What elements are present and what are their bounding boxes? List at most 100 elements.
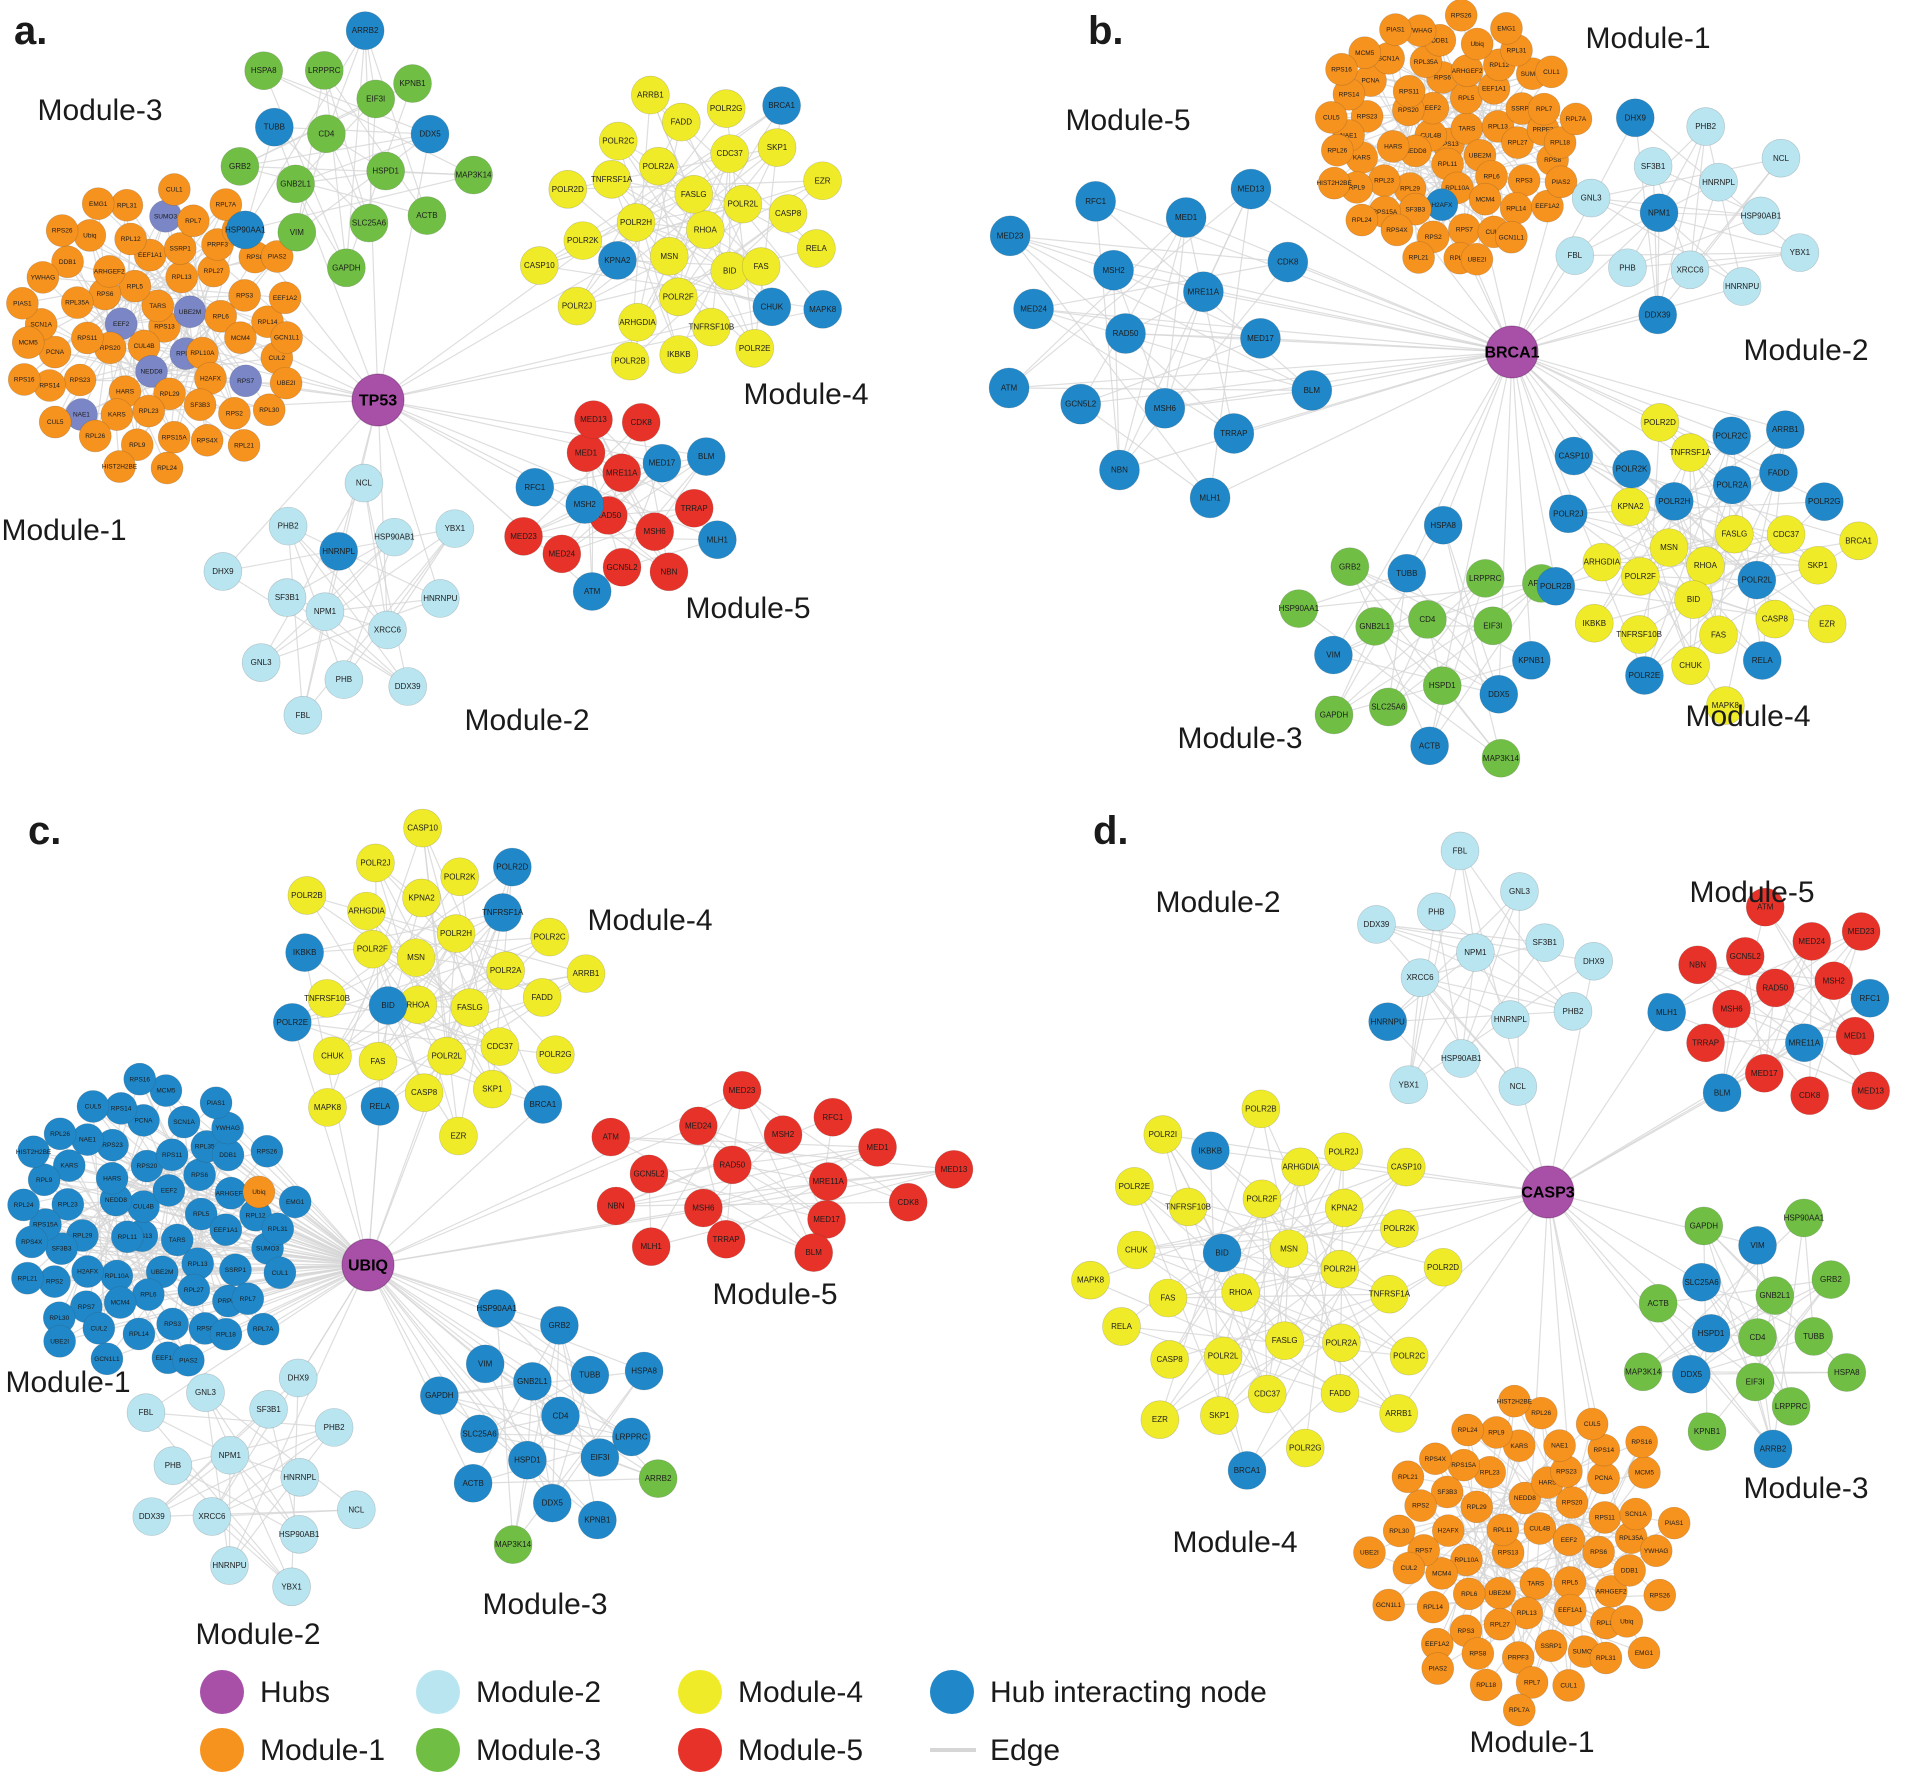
gene-node-GCN1L1: [1372, 1588, 1405, 1622]
edge: [363, 482, 389, 630]
gene-node-RPL14: [1416, 1590, 1450, 1624]
gene-node-SLC25A6: [460, 1414, 499, 1454]
gene-node-RPL27: [1501, 126, 1534, 159]
gene-node-ARRB2: [345, 11, 385, 50]
edge: [163, 204, 227, 327]
gene-node-CUL2: [1392, 1551, 1426, 1585]
hub-edge: [1287, 261, 1513, 353]
gene-node-SKP1: [1798, 545, 1838, 585]
gene-node-RPS8: [1461, 1637, 1495, 1670]
module-label-d-module2: Module-2: [1155, 886, 1280, 919]
hub-edge: [377, 399, 663, 464]
gene-node-TARS: [141, 289, 175, 323]
gene-node-RELA: [1102, 1307, 1141, 1346]
edge: [1298, 608, 1502, 759]
gene-node-EIF3I: [356, 79, 396, 119]
gene-node-DDX5: [410, 114, 450, 154]
edge: [496, 1308, 514, 1545]
gene-node-POLR2B: [287, 876, 327, 915]
edge: [287, 525, 388, 631]
gene-node-RPS3: [228, 279, 261, 312]
module-label-a-module2: Module-2: [464, 704, 589, 737]
gene-node-PHB2: [314, 1408, 354, 1447]
gene-node-MED17: [1744, 1053, 1784, 1093]
edge: [1159, 1166, 1407, 1421]
gene-node-MAP3K14: [1623, 1352, 1663, 1392]
gene-node-RPL18: [209, 1317, 243, 1351]
edge: [1568, 513, 1818, 566]
panel-c: RPS13CUL4BTARSRPL11EEF2UBE2MNEDD8RPL5RPL…: [5, 808, 974, 1651]
gene-node-FAS: [741, 247, 781, 286]
gene-node-UBE2I: [269, 366, 303, 400]
gene-node-CHUK: [1117, 1230, 1156, 1270]
edge: [1136, 1249, 1390, 1295]
edge: [1261, 1198, 1286, 1341]
edge: [1009, 235, 1126, 334]
gene-node-MSN: [649, 236, 689, 276]
edge: [1568, 501, 1825, 515]
gene-node-EIF3I: [580, 1438, 620, 1477]
gene-node-RPS16: [1625, 1425, 1658, 1459]
edge: [576, 147, 778, 307]
edge: [1135, 1249, 1341, 1394]
gene-node-HSPD1: [366, 151, 405, 191]
edge: [1705, 1035, 1856, 1044]
gene-node-RPS15A: [157, 420, 191, 454]
gene-node-H2AFX: [71, 1255, 104, 1288]
edge: [1387, 573, 1408, 708]
edge: [539, 193, 695, 267]
gene-node-MCM4: [224, 321, 257, 354]
gene-node-EMG1: [81, 187, 115, 221]
module-label-c-module3: Module-3: [482, 1588, 607, 1621]
gene-node-GNL3: [1500, 872, 1539, 911]
gene-node-RPL5: [1553, 1566, 1587, 1599]
gene-node-MSH2: [763, 1115, 803, 1154]
gene-node-DDX5: [1672, 1354, 1711, 1394]
legend-label: Module-2: [476, 1676, 601, 1709]
edge: [1333, 582, 1542, 716]
gene-node-KARS: [100, 398, 134, 431]
edge: [364, 30, 428, 216]
module-label-a-module4: Module-4: [743, 378, 868, 411]
gene-node-IKBKB: [285, 933, 324, 972]
gene-node-GCN5L2: [1725, 937, 1765, 976]
gene-node-DHX9: [278, 1358, 318, 1398]
gene-node-XRCC6: [192, 1497, 232, 1536]
edge: [1601, 533, 1787, 563]
gene-node-HSPD1: [508, 1440, 547, 1480]
nodes-a: RPS13CUL4BTARSRPL11EEF2UBE2MNEDD8RPL5RPL…: [6, 11, 842, 735]
gene-node-MED13: [1230, 168, 1272, 210]
gene-node-MCM5: [1348, 36, 1382, 69]
gene-node-ACTB: [1410, 726, 1449, 766]
gene-node-FAS: [1148, 1278, 1188, 1318]
gene-node-DDX5: [1479, 674, 1519, 714]
edge: [222, 570, 409, 687]
module-label-b-module1: Module-1: [1585, 22, 1710, 55]
gene-node-RFC1: [1850, 978, 1890, 1018]
hub-edge: [1547, 1191, 1692, 1375]
gene-node-BRCA1: [1839, 521, 1878, 561]
hub-edge: [1164, 351, 1513, 409]
gene-node-CD4: [1408, 600, 1447, 639]
hub-node-UBIQ: [341, 1238, 395, 1292]
gene-node-RPL7: [1527, 92, 1561, 126]
edge: [1731, 1008, 1856, 1037]
gene-node-RPS11: [1588, 1501, 1622, 1534]
edge: [417, 1004, 544, 1105]
hub-label: CASP3: [1521, 1184, 1574, 1201]
gene-node-HSPA8: [1423, 505, 1463, 545]
gene-node-BID: [1202, 1233, 1242, 1273]
edge: [1703, 1225, 1774, 1450]
edge: [287, 526, 304, 716]
gene-node-HSP90AB1: [1741, 196, 1781, 236]
gene-node-KARS: [52, 1149, 86, 1182]
legend-swatch-hub_interacting: [930, 1670, 974, 1714]
gene-node-SF3B3: [1430, 1475, 1464, 1509]
gene-node-POLR2D: [493, 847, 532, 887]
gene-node-RPL21: [1391, 1460, 1425, 1494]
gene-node-MAPK8: [308, 1088, 347, 1127]
edge: [172, 1465, 293, 1588]
gene-node-RPL26: [1524, 1396, 1558, 1430]
gene-node-POLR2K: [563, 221, 603, 260]
gene-node-VIM: [277, 212, 317, 252]
